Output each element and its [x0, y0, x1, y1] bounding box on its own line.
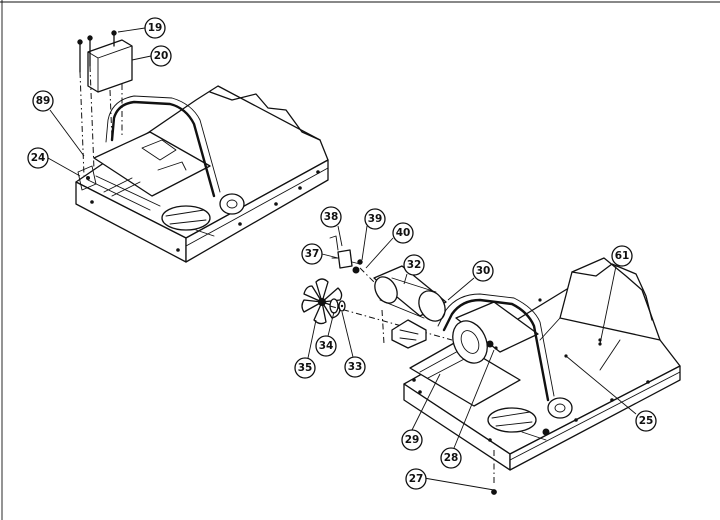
fan-blade: [301, 278, 343, 325]
screws-19: [77, 30, 117, 73]
callout-34: 34: [315, 335, 337, 357]
callout-40: 40: [392, 222, 414, 244]
lower-deck: [559, 257, 661, 341]
callout-29-label: 29: [405, 434, 420, 446]
callout-25-label: 25: [639, 415, 654, 427]
callout-20-label: 20: [154, 50, 169, 62]
lower-handle-bar: [442, 298, 550, 402]
callout-35: 35: [294, 357, 316, 379]
callout-37: 37: [301, 243, 323, 265]
upper-roller: [219, 193, 245, 215]
callout-28-label: 28: [444, 452, 459, 464]
leader-lines: [47, 27, 637, 491]
callout-25: 25: [635, 410, 657, 432]
callout-39: 39: [364, 208, 386, 230]
lower-motor: [452, 301, 539, 364]
callout-40-label: 40: [396, 227, 411, 239]
callout-24-label: 24: [31, 152, 46, 164]
callout-30-label: 30: [476, 265, 491, 277]
callout-35-label: 35: [298, 362, 313, 374]
callout-29: 29: [401, 429, 423, 451]
callout-37-label: 37: [305, 248, 320, 260]
callout-89: 89: [32, 90, 54, 112]
callout-39-label: 39: [368, 213, 383, 225]
lower-assembly: [403, 257, 681, 495]
callout-38: 38: [320, 206, 342, 228]
upper-handle-bar: [110, 100, 216, 198]
callout-38-label: 38: [324, 211, 339, 223]
callout-28: 28: [440, 447, 462, 469]
callout-34-label: 34: [319, 340, 334, 352]
upper-frame-right: [185, 159, 329, 263]
motor: [373, 265, 447, 322]
upper-pulley: [161, 205, 211, 231]
callout-61-label: 61: [615, 250, 630, 262]
center-parts: [301, 235, 453, 349]
callout-27: 27: [405, 468, 427, 490]
callout-61: 61: [611, 245, 633, 267]
small-hardware: [329, 235, 363, 274]
callout-33-label: 33: [348, 361, 363, 373]
callout-30: 30: [472, 260, 494, 282]
callout-20: 20: [150, 45, 172, 67]
callout-33: 33: [344, 356, 366, 378]
callout-32: 32: [403, 254, 425, 276]
lower-roller: [547, 397, 573, 419]
callout-89-label: 89: [36, 95, 51, 107]
upper-motor-plate: [93, 131, 211, 197]
callout-19: 19: [144, 17, 166, 39]
bracket-20: [87, 39, 133, 93]
lower-motor-plate: [409, 341, 521, 407]
callout-32-label: 32: [407, 259, 422, 271]
upper-deck-tear: [209, 91, 321, 141]
callout-19-label: 19: [148, 22, 163, 34]
lower-frame-right: [509, 365, 681, 471]
callout-24: 24: [27, 147, 49, 169]
callout-27-label: 27: [409, 473, 424, 485]
upper-assembly: [75, 30, 329, 263]
lower-flywheel: [487, 407, 537, 433]
